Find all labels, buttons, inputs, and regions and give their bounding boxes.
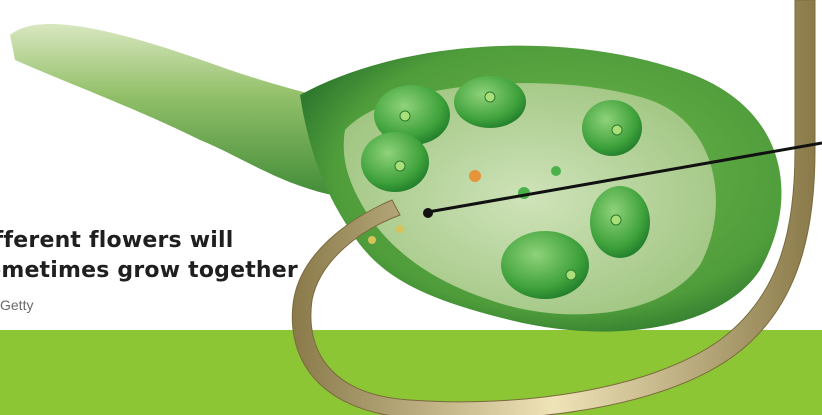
caption: ifferent flowers will ometimes grow toge…: [0, 226, 298, 286]
image-credit: Getty: [0, 297, 33, 313]
caption-line-1: ifferent flowers will: [0, 226, 298, 256]
ovule: [361, 132, 429, 192]
pointer-dot: [423, 208, 433, 218]
ovule: [501, 231, 589, 299]
small-ovule: [551, 166, 561, 176]
orange-dot: [469, 170, 481, 182]
caption-line-2: ometimes grow together: [0, 256, 298, 286]
